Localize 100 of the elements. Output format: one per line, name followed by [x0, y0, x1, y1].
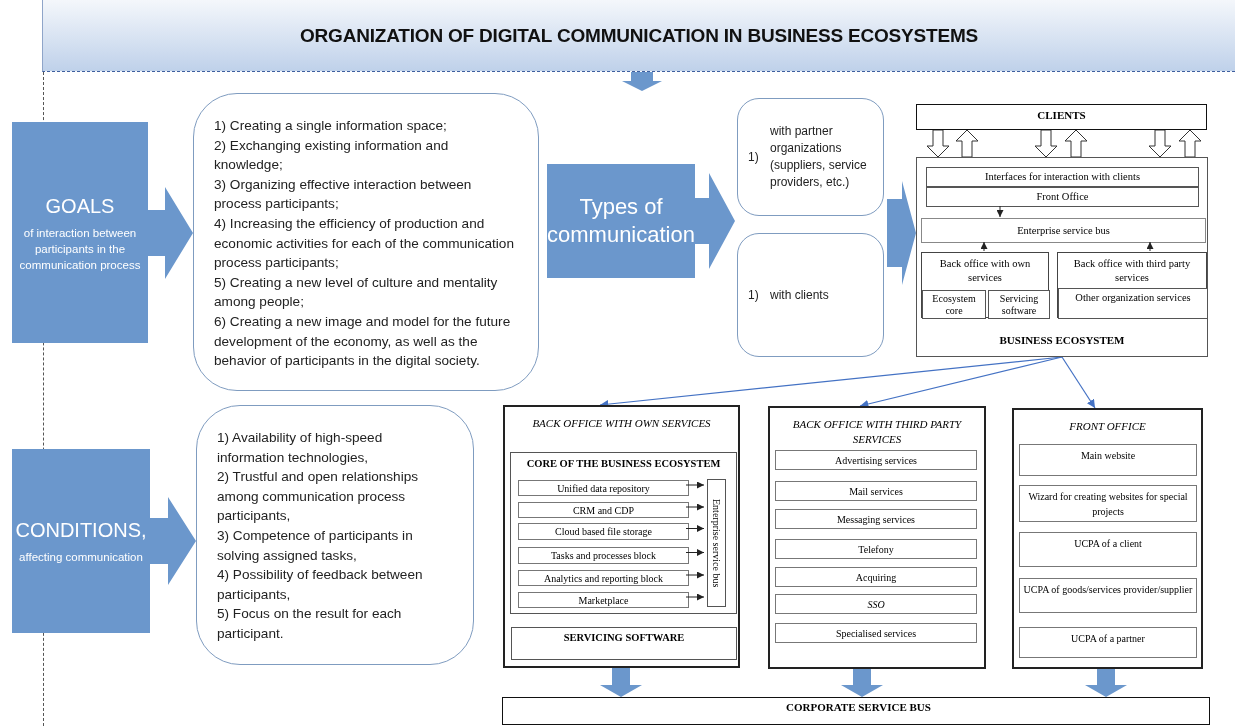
list-number: 1) [748, 150, 760, 164]
label-text: CRM and CDP [572, 504, 635, 516]
arrow [685, 549, 705, 556]
label-text: Analytics and reporting block [543, 572, 664, 584]
block-arrow [148, 187, 193, 279]
list-item: 4) Increasing the efficiency of production and economic activities for each of the communication process participants; [214, 214, 515, 273]
process-box [775, 594, 977, 614]
label-text: with clients [770, 286, 829, 304]
title-text: ORGANIZATION OF DIGITAL COMMUNICATION IN BUSINESS ECOSYSTEMS [300, 24, 978, 47]
hollow-arrow [1178, 129, 1202, 158]
process-box [921, 218, 1206, 243]
list-item: 2) Exchanging existing information and knowledge; [214, 136, 450, 175]
process-box [926, 167, 1199, 187]
group-box [510, 452, 737, 614]
block-arrow [600, 668, 642, 697]
arrow [1146, 241, 1154, 252]
heading-block [12, 122, 148, 343]
label-text: Unified data repository [557, 482, 650, 494]
label-text: Back office with third party services [1072, 257, 1192, 285]
process-box [775, 567, 977, 587]
list-item: 6) Creating a new image and model for the future development of the economy, as well as the behavior of participants in the digital society. [214, 312, 512, 371]
list-item: 4) Possibility of feedback between participants, [217, 566, 424, 604]
hollow-arrow [955, 129, 979, 158]
arrow [1061, 356, 1096, 409]
arrow [685, 525, 705, 532]
label-text: Main website [1079, 449, 1137, 463]
heading-text: GOALS [45, 193, 115, 219]
panel-box [503, 405, 740, 668]
label-text: Cloud based file storage [555, 526, 652, 537]
block-arrow [695, 173, 735, 269]
label-text: Servicing software [998, 292, 1040, 317]
arrow [685, 503, 705, 511]
label-text: FRONT OFFICE [1068, 419, 1147, 434]
list-item: 1) Creating a single information space; [214, 117, 448, 135]
hollow-arrow [1064, 129, 1088, 158]
rounded-box [737, 233, 884, 357]
label-text: Marketplace [578, 594, 629, 606]
label-text: Other organization services [1074, 291, 1192, 305]
process-box [511, 627, 737, 660]
list-item: 3) Competence of participants in solving assigned tasks, [217, 526, 414, 565]
process-box [1058, 288, 1208, 319]
process-box [922, 290, 986, 319]
subheading-text: affecting communication [18, 550, 144, 565]
label-text: UCPA of a partner [1070, 632, 1146, 646]
label-text: Ecosystem core [931, 292, 977, 317]
label-text: Enterprise service bus [711, 498, 722, 588]
block-arrow [1085, 669, 1127, 697]
process-box [518, 523, 689, 540]
list-number: 1) [748, 288, 760, 302]
label-text: Specialised services [835, 627, 917, 639]
list-item: 3) Organizing effective interaction between process participants; [214, 175, 473, 214]
label-text: CORE OF THE BUSINESS ECOSYSTEM [525, 457, 722, 469]
heading-text: CONDITIONS, [15, 518, 147, 543]
process-box [518, 592, 689, 608]
list-item: 5) Creating a new level of culture and mentality among people; [214, 273, 499, 312]
label-text: Acquiring [855, 571, 897, 583]
arrow [685, 593, 705, 601]
label-text: SSO [867, 598, 885, 610]
block-arrow [887, 181, 916, 285]
label-text: Mail services [849, 485, 903, 497]
label-text: Messaging services [836, 513, 915, 525]
label-text: BACK OFFICE WITH THIRD PARTY SERVICES [791, 417, 963, 447]
arrow [685, 481, 705, 489]
arrow [980, 241, 988, 252]
hollow-arrow [1148, 129, 1172, 158]
heading-block [12, 449, 150, 633]
heading-block [547, 164, 695, 278]
list-item: 5) Focus on the result for each participant. [217, 605, 403, 643]
subheading-text: of interaction between participants in the communication process [18, 225, 142, 273]
label-text: Telefony [858, 543, 894, 555]
label-text: UCPA of goods/services provider/supplier [1022, 583, 1194, 597]
process-box [1019, 485, 1197, 522]
label-text: with partner organizations (suppliers, service providers, etc.) [770, 123, 868, 191]
list-box [196, 405, 474, 665]
rounded-box [737, 98, 884, 216]
label-text: Interfaces for interaction with clients [983, 170, 1142, 184]
process-box [1019, 444, 1197, 476]
label-text: BUSINESS ECOSYSTEM [998, 334, 1126, 346]
list-item: 1) Availability of high-speed information technologies, [217, 429, 384, 467]
process-box [775, 509, 977, 529]
label-text: Enterprise service bus [1017, 225, 1110, 236]
label-text: Advertising services [835, 454, 917, 466]
block-arrow [622, 72, 662, 91]
process-box [1019, 532, 1197, 567]
hollow-arrow [926, 129, 950, 158]
container-box [916, 157, 1208, 357]
hollow-arrow [1034, 129, 1058, 158]
label-text: Tasks and processes block [550, 550, 657, 561]
process-box [1019, 578, 1197, 613]
bus-box [502, 697, 1210, 725]
process-box [775, 450, 977, 470]
group-box [921, 252, 1049, 318]
list-box [193, 93, 539, 391]
label-text: Types of communication [547, 193, 695, 249]
label-text: Front Office [1035, 190, 1090, 204]
block-arrow [841, 669, 883, 697]
process-box [518, 547, 689, 564]
arrow [996, 205, 1004, 218]
arrow [685, 571, 705, 579]
process-box [518, 480, 689, 496]
